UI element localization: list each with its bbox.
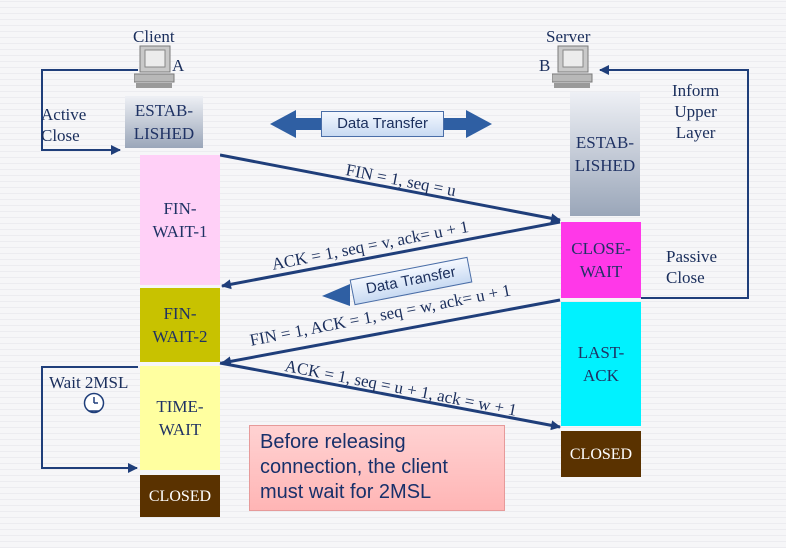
fin-arrow [219,153,561,224]
inform-upper-layer-label: Inform Upper Layer [672,81,720,142]
client-state-fin-wait-1: FIN- WAIT-1 [140,155,220,285]
wait-2msl-label: Wait 2MSL [49,373,129,392]
server-state-last-ack: LAST- ACK [561,302,641,426]
passive-close-label: Passive Close [666,247,717,287]
passive-close-arrow [599,65,749,299]
data-transfer-label: Data Transfer [321,111,444,137]
fin-ack-arrow [221,298,561,367]
computer-icon [552,45,593,88]
client-state-established: ESTAB- LISHED [125,96,203,148]
last-ack-arrow [219,361,561,431]
client-state-fin-wait-2: FIN- WAIT-2 [140,288,220,362]
computer-icon [134,45,175,88]
active-close-arrow [41,69,138,155]
server-state-established: ESTAB- LISHED [570,92,640,216]
client-letter: A [172,56,185,75]
data-transfer-left-arrow [322,284,350,306]
time-wait-note: Before releasing connection, the client … [249,425,505,511]
client-state-time-wait: TIME- WAIT [140,366,220,470]
server-state-closed: CLOSED [561,431,641,477]
server-title: Server [546,27,591,46]
server-letter: B [539,56,551,75]
client-state-closed: CLOSED [140,475,220,517]
wait-2msl-arrow [41,366,138,473]
ack-arrow [221,220,561,290]
active-close-label: Active Close [41,105,87,145]
clock-icon [83,392,105,414]
client-title: Client [133,27,175,46]
server-state-close-wait: CLOSE- WAIT [561,222,641,298]
